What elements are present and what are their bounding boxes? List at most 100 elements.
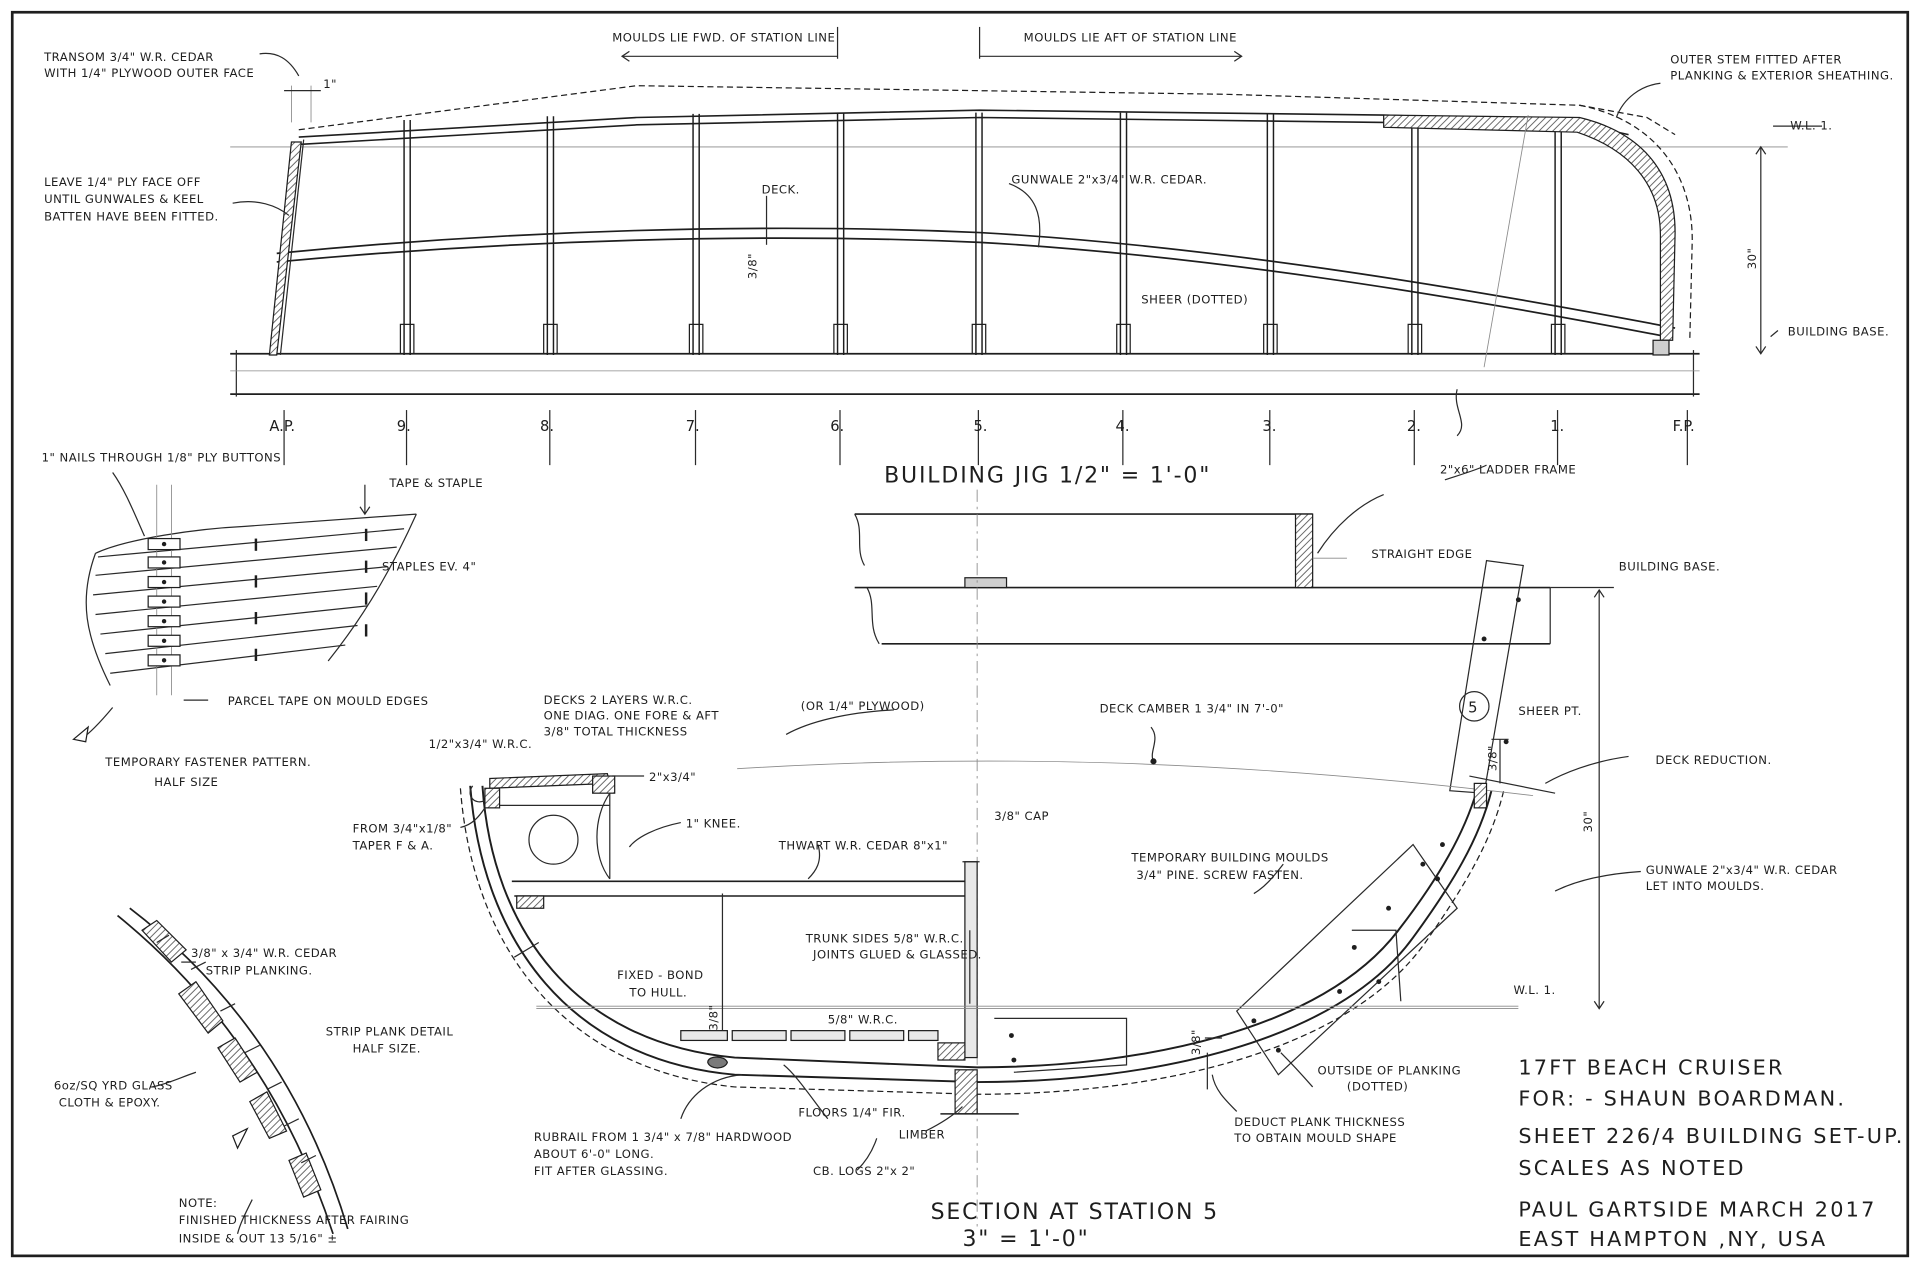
deck-camber-label: DECK CAMBER 1 3/4" IN 7'-0" [1100, 701, 1284, 715]
gunwale-label: GUNWALE 2"x3/4" W.R. CEDAR. [1011, 173, 1207, 187]
station-label: 7. [686, 418, 700, 435]
moulds-aft-label: MOULDS LIE AFT OF STATION LINE [1024, 31, 1237, 45]
fixed-bond-note-1: FIXED - BOND [617, 968, 703, 982]
floor-height-dim: 3/8" [707, 1005, 721, 1031]
outside-planking-label-1: OUTSIDE OF PLANKING [1318, 1064, 1462, 1078]
floors-wrc-label: 5/8" W.R.C. [828, 1012, 898, 1026]
station-5-tag: 5 [1468, 699, 1477, 716]
building-base-top-label: BUILDING BASE. [1788, 324, 1889, 338]
deck-label: DECK. [762, 182, 800, 196]
building-jig-scale: BUILDING JIG 1/2" = 1'-0" [884, 463, 1211, 488]
title-line-location: EAST HAMPTON ,NY, USA [1518, 1227, 1827, 1251]
building-base-mid-label: BUILDING BASE. [1619, 559, 1720, 573]
title-line-designer: PAUL GARTSIDE MARCH 2017 [1518, 1198, 1876, 1222]
parcel-tape-label: PARCEL TAPE ON MOULD EDGES [228, 694, 429, 708]
station-label: 2. [1407, 418, 1421, 435]
section-title: SECTION AT STATION 5 [931, 1200, 1219, 1225]
ply-face-note-1: LEAVE 1/4" PLY FACE OFF [44, 175, 201, 189]
coaming-label: 1/2"x3/4" W.R.C. [429, 737, 533, 751]
height-30-section: 30" [1581, 811, 1595, 833]
deduct-plank-note-1: DEDUCT PLANK THICKNESS [1234, 1115, 1405, 1129]
taper-note-2: TAPER F & A. [352, 838, 434, 852]
section-station-5 [459, 489, 1641, 1227]
tape-staple-label: TAPE & STAPLE [388, 476, 483, 490]
decks-note-1: DECKS 2 LAYERS W.R.C. [544, 693, 693, 707]
title-line-sheet: SHEET 226/4 BUILDING SET-UP. [1518, 1124, 1904, 1148]
decks-note-alt: (OR 1/4" PLYWOOD) [801, 699, 925, 713]
cb-logs-label: CB. LOGS 2"x 2" [813, 1164, 915, 1178]
trunk-sides-note-1: TRUNK SIDES 5/8" W.R.C. [805, 932, 964, 946]
temporary-moulds-note-1: TEMPORARY BUILDING MOULDS [1130, 851, 1328, 865]
outside-planking-label-2: (DOTTED) [1347, 1080, 1408, 1094]
deduct-plank-note-2: TO OBTAIN MOULD SHAPE [1233, 1131, 1397, 1145]
station-label: 3. [1262, 418, 1276, 435]
fastener-pattern-label-2: HALF SIZE [154, 775, 218, 789]
ply-face-note-2: UNTIL GUNWALES & KEEL [44, 192, 204, 206]
sheer-point-label: SHEER PT. [1518, 704, 1581, 718]
section-scale: 3" = 1'-0" [962, 1227, 1089, 1252]
fairing-note-1: NOTE: [179, 1196, 218, 1210]
mould-feet [399, 323, 1566, 355]
staples-label: STAPLES EV. 4" [382, 559, 476, 573]
thwart-label: THWART W.R. CEDAR 8"x1" [778, 838, 948, 852]
fairing-note-2: FINISHED THICKNESS AFTER FAIRING [179, 1213, 409, 1227]
knee-label: 1" KNEE. [686, 816, 741, 830]
title-line-scales: SCALES AS NOTED [1518, 1156, 1745, 1180]
title-block: 17FT BEACH CRUISER FOR: - SHAUN BOARDMAN… [1518, 1056, 1904, 1251]
wl1-top-label: W.L. 1. [1790, 119, 1832, 133]
building-jig-profile [230, 26, 1823, 481]
station-label: A.P. [269, 418, 295, 435]
gunwale-let-note-1: GUNWALE 2"x3/4" W.R. CEDAR [1646, 863, 1838, 877]
transom-note-1: TRANSOM 3/4" W.R. CEDAR [43, 50, 214, 64]
strip-planking-note-1: 3/8" x 3/4" W.R. CEDAR [191, 946, 337, 960]
station-moulds [403, 112, 1562, 355]
station-ticks [283, 410, 1688, 466]
transom-note-2: WITH 1/4" PLYWOOD OUTER FACE [44, 66, 254, 80]
deck-reduction-label: DECK REDUCTION. [1656, 753, 1772, 767]
floors [680, 1030, 939, 1042]
sheet-border [10, 10, 1910, 1258]
station-label: 1. [1550, 418, 1564, 435]
carline-label: 2"x3/4" [649, 770, 696, 784]
bottom-plank-dim: 3/8" [1189, 1029, 1203, 1055]
decks-note-2: ONE DIAG. ONE FORE & AFT [544, 709, 720, 723]
station-label: 4. [1116, 418, 1130, 435]
sheer-dotted-label: SHEER (DOTTED) [1141, 293, 1248, 307]
floors-fir-label: FLOORS 1/4" FIR. [798, 1105, 905, 1119]
wl1-section-label: W.L. 1. [1513, 983, 1555, 997]
outer-stem-note-2: PLANKING & EXTERIOR SHEATHING. [1670, 69, 1894, 83]
taper-note-1: FROM 3/4"x1/8" [353, 821, 453, 835]
deck-reduction-dim: 3/8" [1485, 745, 1499, 771]
glass-note-2: CLOTH & EPOXY. [59, 1096, 161, 1110]
straight-edge-label: STRAIGHT EDGE [1371, 547, 1472, 561]
rubrail-note-2: ABOUT 6'-0" LONG. [534, 1147, 654, 1161]
fairing-note-3: INSIDE & OUT 13 5/16" ± [179, 1231, 338, 1245]
height-30-top: 30" [1745, 248, 1759, 270]
title-line-boat: 17FT BEACH CRUISER [1518, 1056, 1784, 1080]
ply-face-note-3: BATTEN HAVE BEEN FITTED. [44, 209, 219, 223]
glass-note-1: 6oz/SQ YRD GLASS [54, 1078, 173, 1092]
deck-dim: 3/8" [746, 253, 760, 279]
strip-plank-detail [117, 907, 349, 1235]
fixed-bond-note-2: TO HULL. [628, 985, 687, 999]
title-line-client: FOR: - SHAUN BOARDMAN. [1518, 1086, 1846, 1110]
station-label: 5. [973, 418, 987, 435]
station-label: 6. [830, 418, 844, 435]
station-label: 8. [540, 418, 554, 435]
station-label: 9. [397, 418, 411, 435]
strip-plank-detail-label-2: HALF SIZE. [353, 1042, 421, 1056]
transom-dim: 1" [323, 77, 337, 91]
nails-note: 1" NAILS THROUGH 1/8" PLY BUTTONS [42, 450, 281, 464]
cap-label: 3/8" CAP [994, 809, 1049, 823]
station-label: F.P. [1673, 418, 1695, 435]
outer-stem-note-1: OUTER STEM FITTED AFTER [1670, 53, 1842, 67]
temporary-moulds-note-2: 3/4" PINE. SCREW FASTEN. [1136, 868, 1303, 882]
ladder-frame-label: 2"x6" LADDER FRAME [1440, 463, 1576, 477]
limber-label: LIMBER [899, 1127, 945, 1141]
decks-note-3: 3/8" TOTAL THICKNESS [544, 725, 688, 739]
strip-planking-note-2: STRIP PLANKING. [206, 963, 313, 977]
moulds-fwd-label: MOULDS LIE FWD. OF STATION LINE [612, 31, 835, 45]
fastener-pattern-label-1: TEMPORARY FASTENER PATTERN. [104, 755, 311, 769]
strip-plank-detail-label-1: STRIP PLANK DETAIL [326, 1025, 454, 1039]
